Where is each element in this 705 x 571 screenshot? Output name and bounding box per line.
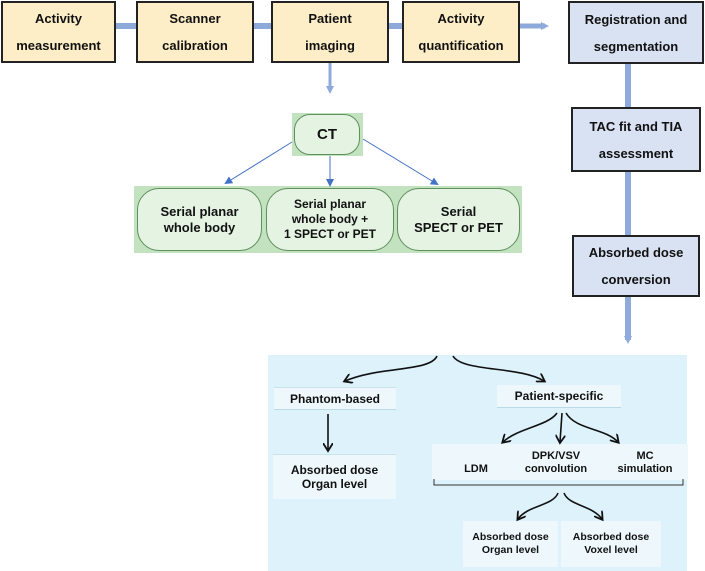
step-label: Scanner [169,11,221,26]
option-label: whole body [163,219,236,235]
step-label: Activity [35,11,82,26]
step-activity-measurement: Activity measurement [1,1,116,63]
methods-band [432,444,688,480]
option-serial-spect-pet: Serial SPECT or PET [397,188,520,251]
ct-label: CT [317,126,337,143]
result-label: Absorbed dose [572,531,650,543]
method-mc-simulation: MC simulation [605,446,685,480]
step-label: Patient [308,11,352,26]
ct-node: CT [294,114,360,155]
step-label: imaging [305,38,355,53]
step-label: conversion [601,272,671,287]
step-label: Activity [437,11,485,26]
arrow-to-mc [565,412,618,442]
arrow-to-organ-result [518,492,559,519]
result-voxel-level: Absorbed dose Voxel level [561,521,661,567]
method-dpk-vsv: DPK/VSV convolution [515,446,597,480]
result-label: Absorbed dose [472,531,549,543]
option-label: Serial [440,203,477,219]
method-label: DPK/VSV [531,450,581,462]
method-label: simulation [617,463,673,475]
result-label: Absorbed dose [290,463,379,477]
step-label: calibration [162,38,228,53]
arrow-to-ldm [503,412,558,442]
phantom-based-box: Phantom-based [274,387,396,410]
step-scanner-calibration: Scanner calibration [136,1,254,63]
option-label: whole body + [291,212,369,226]
option-serial-planar: Serial planar whole body [137,188,262,251]
result-label: Voxel level [584,544,638,556]
method-label: convolution [524,463,588,475]
method-label: MC [636,450,654,462]
arrow-to-voxel-result [563,492,602,519]
option-label: Serial planar [293,197,367,211]
option-label: SPECT or PET [414,219,503,235]
step-label: segmentation [593,38,679,54]
step-absorbed-dose-conversion: Absorbed dose conversion [572,235,700,297]
step-label: Absorbed dose [588,245,684,260]
step-tac-fit-tia: TAC fit and TIA assessment [571,107,701,172]
result-label: Organ level [481,544,540,556]
step-activity-quantification: Activity quantification [402,1,520,63]
step-label: assessment [598,145,674,161]
arrow-to-dpk [560,412,562,442]
ct-arrow-left [224,141,293,185]
step-registration-segmentation: Registration and segmentation [568,1,704,64]
result-label: Organ level [301,477,368,491]
method-label: LDM [464,462,488,475]
ct-arrow-right [362,138,439,186]
option-label: 1 SPECT or PET [283,227,377,241]
step-patient-imaging: Patient imaging [271,1,389,63]
phantom-result-box: Absorbed dose Organ level [273,454,396,499]
patient-specific-label: Patient-specific [514,389,604,403]
arrow-to-phantom [345,355,438,381]
arrow-to-patient [452,355,544,381]
step-label: Registration and [584,11,688,27]
patient-specific-box: Patient-specific [497,385,621,408]
method-ldm: LDM [436,448,516,480]
step-label: TAC fit and TIA [589,118,683,134]
option-label: Serial planar [160,203,239,219]
step-label: quantification [418,38,504,53]
step-label: measurement [16,38,101,53]
phantom-based-label: Phantom-based [289,391,380,406]
result-organ-level: Absorbed dose Organ level [463,521,558,567]
methods-bracket [433,479,684,486]
option-planar-plus-spect: Serial planar whole body + 1 SPECT or PE… [266,188,394,251]
